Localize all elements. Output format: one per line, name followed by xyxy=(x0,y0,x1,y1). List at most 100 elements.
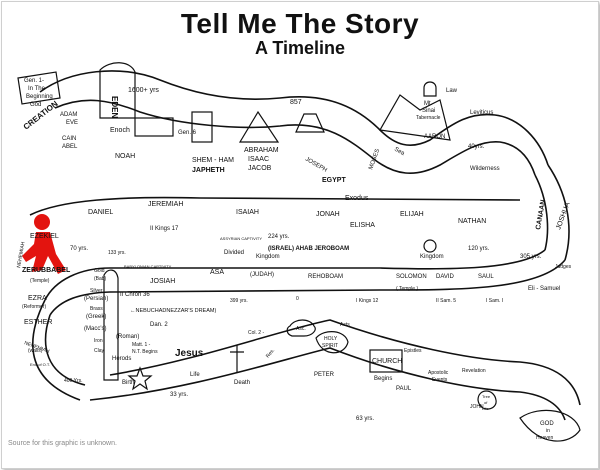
y40-label: 40yrs. xyxy=(468,144,485,150)
sam1-label: I Sam. I xyxy=(486,298,503,304)
eve-label: EVE xyxy=(66,120,78,126)
gen6-label: Gen. 6 xyxy=(178,130,197,136)
tree-of-life-icon xyxy=(477,390,497,410)
egypt-label: EGYPT xyxy=(322,177,346,184)
greek-label: (Greek) xyxy=(86,314,106,320)
abraham-label: ABRAHAM xyxy=(244,147,279,154)
gold-label: Gold xyxy=(94,268,105,274)
y63-label: 63 yrs. xyxy=(356,416,374,422)
bab-label: (Bab) xyxy=(94,276,107,282)
persian-label: (Persian) xyxy=(84,296,108,302)
page-title: Tell Me The Story xyxy=(180,8,420,39)
peter-label: PETER xyxy=(314,372,335,378)
holy-label: HOLY xyxy=(324,336,338,342)
page-subtitle: A Timeline xyxy=(254,38,346,58)
jacob-label: JACOB xyxy=(248,165,272,172)
ezra-label: EZRA xyxy=(28,295,47,302)
shem-label: SHEM - HAM xyxy=(192,157,234,164)
begins-label: Begins xyxy=(374,376,392,382)
lifew-label: Life xyxy=(482,406,489,411)
elijah-label: ELIJAH xyxy=(400,211,424,218)
y133-label: 133 yrs. xyxy=(108,250,126,256)
jeremiah-label: JEREMIAH xyxy=(148,201,183,208)
godh-label: GOD xyxy=(540,421,554,427)
birth-label: Birth xyxy=(122,380,134,386)
cain-label: CAIN xyxy=(62,136,76,142)
babel-tower-icon xyxy=(191,111,213,143)
matt1-label: Matt. 1 - xyxy=(132,342,151,348)
daniel-label: DANIEL xyxy=(88,209,113,216)
ntbegins-label: N.T. Begins xyxy=(132,349,158,355)
elisha-label: ELISHA xyxy=(350,222,375,229)
eden-label: EDEN xyxy=(110,96,119,118)
revelation-label: Revelation xyxy=(462,368,486,374)
abel-label: ABEL xyxy=(62,144,78,150)
death-label: Death xyxy=(234,380,250,386)
kings12-label: I Kings 12 xyxy=(356,298,378,304)
y120-label: 120 yrs. xyxy=(468,246,490,252)
spirit-label: SPIRIT xyxy=(322,343,338,349)
aaron-label: AARON xyxy=(424,134,445,140)
silver-label: Silver xyxy=(90,288,103,294)
exodus-label: Exodus xyxy=(345,195,369,202)
creation-scroll-icon xyxy=(17,71,61,105)
coat-icon xyxy=(295,113,325,133)
in-label: In The xyxy=(28,86,46,92)
dan2-label: Dan. 2 xyxy=(150,322,168,328)
y400-label: 400 Yrs. xyxy=(64,378,83,384)
tablets-icon xyxy=(423,81,437,97)
nebu-label: ←NEBUCHADNEZZAR'S DREAM) xyxy=(130,308,216,314)
asa-label: ASA xyxy=(210,269,224,276)
eden-door-icon xyxy=(99,62,136,119)
iron-label: Iron xyxy=(94,338,103,344)
temple2-label: (Temple) xyxy=(30,278,50,284)
kingdom-label: Kingdom xyxy=(256,254,280,260)
sam5-label: II Sam. 5 xyxy=(436,298,456,304)
sea-label: Sea xyxy=(393,147,406,158)
moses-label: MOSES xyxy=(368,148,381,170)
timeline-icons xyxy=(17,62,581,442)
divided-label: Divided xyxy=(224,250,244,256)
crown-icon xyxy=(423,239,437,253)
label-layer: Gen. 1- In The Beginning God CREATION ED… xyxy=(16,78,572,441)
walls-label: (walls) xyxy=(28,348,43,354)
mt-sinai-icon xyxy=(379,94,451,141)
tabernacle-label: Tabernacle xyxy=(416,115,441,121)
epistles-label: Epistles xyxy=(404,348,422,354)
col2-label: Col. 2 - xyxy=(248,330,264,336)
ezekiel-label: EZEKIEL xyxy=(30,233,59,240)
gen1-label: Gen. 1- xyxy=(24,78,44,84)
y399-label: 399 yrs. xyxy=(230,298,248,304)
heaven-scroll-icon xyxy=(519,409,581,442)
timeline-road xyxy=(29,70,581,421)
in2-label: in xyxy=(546,428,550,434)
red-figure-icon xyxy=(22,214,66,274)
life-label: Life xyxy=(190,372,200,378)
zerubbabel-label: ZERUBBABEL xyxy=(22,267,71,274)
law-label: Law xyxy=(446,88,458,94)
apostolic-label: Apostolic xyxy=(428,370,449,376)
esther-label: ESTHER xyxy=(24,319,52,326)
tree-label: Tree xyxy=(482,394,491,399)
of-label: of xyxy=(484,400,488,405)
herods-label: Herods xyxy=(112,356,131,362)
god-label: God xyxy=(30,102,41,108)
yrs1600-label: 1600+ yrs xyxy=(128,87,159,94)
statue-icon xyxy=(103,269,119,381)
beginning-label: Beginning xyxy=(26,94,53,100)
endot-label: End of O.T. xyxy=(30,362,50,367)
enoch-label: Enoch xyxy=(110,127,130,134)
ark-icon xyxy=(134,117,174,137)
tent-icon xyxy=(238,110,280,143)
isaac-label: ISAAC xyxy=(248,156,269,163)
joseph-label: JOSEPH xyxy=(304,157,328,174)
adam-label: ADAM xyxy=(60,112,77,118)
japheth-label: JAPHETH xyxy=(192,167,225,174)
eli-label: Eli - Samuel xyxy=(528,286,560,292)
holy-spirit-icon xyxy=(315,331,349,354)
rehoboam-label: REHOBOAM xyxy=(308,274,343,280)
events-label: Events xyxy=(432,377,448,383)
church-icon xyxy=(369,349,403,373)
